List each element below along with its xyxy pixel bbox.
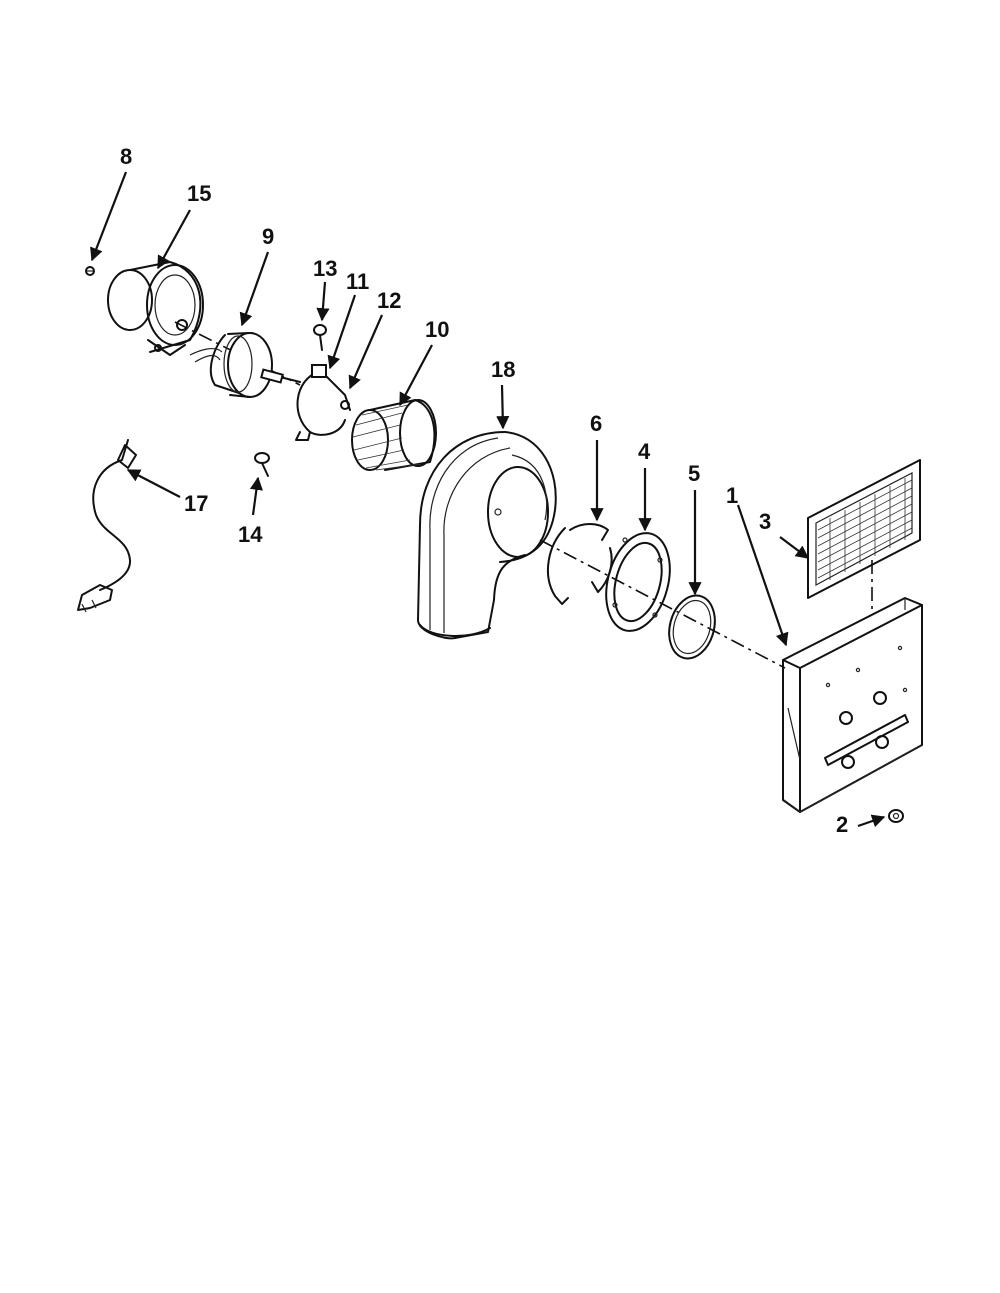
callout-15: 15 [187,181,211,206]
part-9-motor [189,332,301,398]
callout-13: 13 [313,256,337,281]
leader-2 [857,814,886,828]
part-11-12-clamp [295,364,351,441]
leader-18 [496,384,510,430]
part-4-flange-ring [605,532,671,632]
callout-3: 3 [759,509,771,534]
part-6-split-ring [547,523,613,605]
callout-10: 10 [425,317,449,342]
leader-12 [348,314,384,390]
leader-3 [779,536,810,559]
leader-9 [239,251,270,327]
callout-9: 9 [262,224,274,249]
part-10-blower-wheel [351,399,437,471]
part-1-panel [782,597,923,813]
callout-labels: 8 15 9 13 11 12 10 18 6 4 5 1 3 2 17 14 [120,144,848,837]
leader-13 [316,281,330,322]
part-14-screw [254,452,270,477]
leader-17 [126,469,181,498]
leader-15 [157,209,191,270]
leader-1 [736,504,789,647]
leader-11 [327,294,357,370]
leader-8 [90,171,128,262]
leader-10 [399,344,433,407]
callout-18: 18 [491,357,515,382]
part-2-screw [888,809,904,823]
part-3-grille [807,459,921,612]
leader-lines [90,171,886,828]
callout-4: 4 [638,439,651,464]
callout-5: 5 [688,461,700,486]
callout-2: 2 [836,812,848,837]
part-17-power-cord [77,439,137,613]
part-13-screw [313,324,327,351]
callout-1: 1 [726,483,738,508]
callout-8: 8 [120,144,132,169]
part-15-motor-mount [107,261,204,356]
part-8-screw [85,266,95,276]
callout-6: 6 [590,411,602,436]
callout-14: 14 [238,522,263,547]
callout-11: 11 [346,269,369,294]
leader-14 [249,476,263,516]
callout-12: 12 [377,288,401,313]
callout-17: 17 [184,491,208,516]
part-18-blower-housing [417,431,557,640]
part-5-gasket [668,594,716,660]
